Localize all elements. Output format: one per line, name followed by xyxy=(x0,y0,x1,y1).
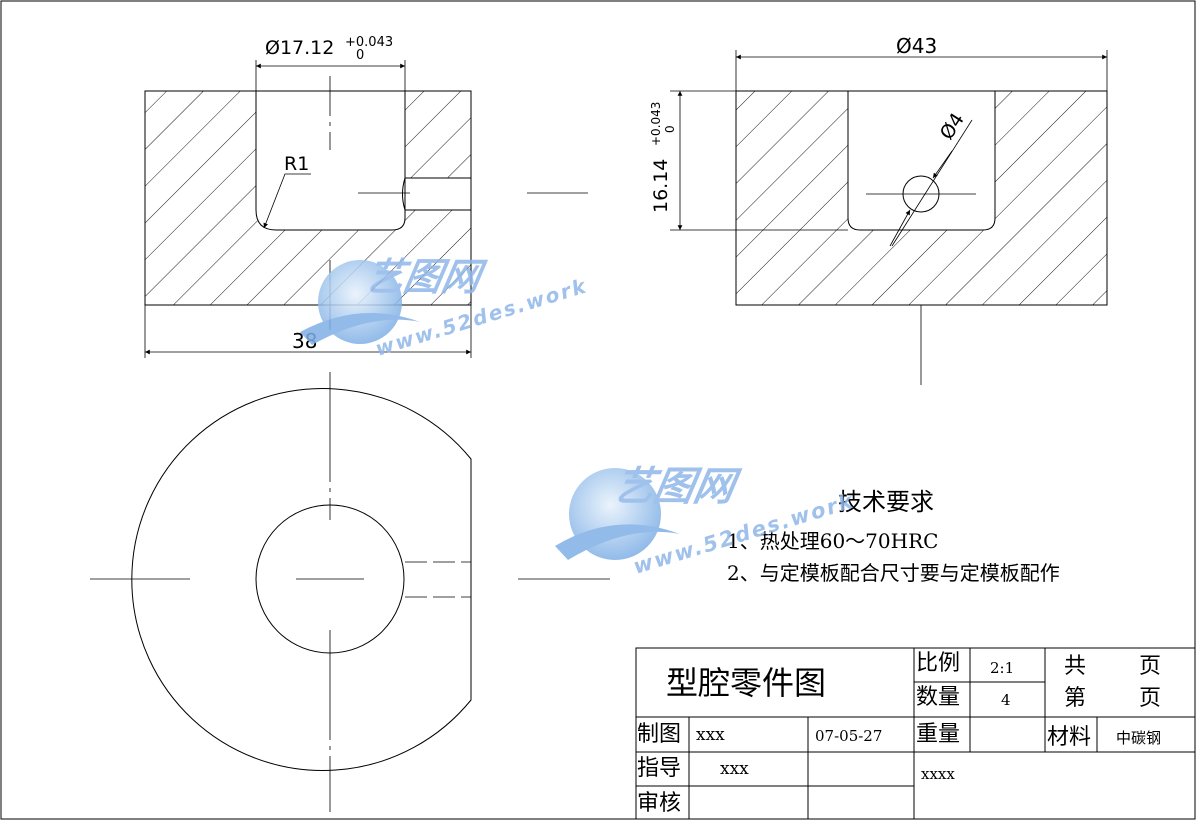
side-cavity-profile xyxy=(847,91,996,231)
quantity-value: 4 xyxy=(1001,691,1011,709)
cavity-profile xyxy=(255,91,406,231)
side-section-view: Ø43 Ø4 16.14 +0.043 0 xyxy=(649,34,1108,385)
watermark-1: 艺图网 www.52des.work xyxy=(300,255,590,361)
total-label: 共 xyxy=(1064,654,1086,679)
scale-label: 比例 xyxy=(916,651,960,676)
bore-tol-upper: +0.043 xyxy=(345,35,393,50)
weight-label: 重量 xyxy=(916,722,960,747)
fillet-label: R1 xyxy=(284,153,309,175)
guide-label: 指导 xyxy=(637,756,681,781)
review-label: 审核 xyxy=(637,791,681,816)
tech-item-2: 2、与定模板配合尺寸要与定模板配作 xyxy=(727,561,1060,585)
watermark-brand: 艺图网 xyxy=(362,255,490,300)
bore-diameter-label: Ø17.12 xyxy=(265,37,334,59)
front-outline xyxy=(144,90,472,306)
total-page-label: 页 xyxy=(1139,654,1161,679)
top-view xyxy=(90,372,610,812)
quantity-label: 数量 xyxy=(916,685,960,710)
title-block: 型腔零件图 比例 2:1 数量 4 共 页 第 页 重量 材料 中碳钢 制图 x… xyxy=(635,647,1196,820)
side-hatch xyxy=(736,91,1107,305)
hole-diameter-label: Ø4 xyxy=(936,109,969,144)
scale-value: 2:1 xyxy=(990,659,1014,677)
front-hatch xyxy=(145,91,471,305)
watermark-brand-2: 艺图网 xyxy=(610,463,744,510)
sheet-label: 第 xyxy=(1064,686,1086,711)
outer-diameter-label: Ø43 xyxy=(896,34,937,58)
drawn-date: 07-05-27 xyxy=(815,727,882,745)
drawn-label: 制图 xyxy=(637,722,681,747)
technical-requirements: 技术要求 1、热处理60～70HRC 2、与定模板配合尺寸要与定模板配作 xyxy=(727,488,1060,585)
tech-item-1: 1、热处理60～70HRC xyxy=(727,529,938,553)
guide-by: xxx xyxy=(720,759,749,779)
material-label: 材料 xyxy=(1047,725,1091,750)
front-section-view: Ø17.12 +0.043 0 R1 38 xyxy=(144,35,588,358)
depth-tol-lower: 0 xyxy=(663,125,677,133)
sheet-page-label: 页 xyxy=(1139,686,1161,711)
drawing-title: 型腔零件图 xyxy=(666,664,826,702)
outer-flat-circle xyxy=(131,388,472,771)
depth-tol-upper: +0.043 xyxy=(649,102,663,146)
fillet-leader xyxy=(263,173,311,229)
organization: xxxx xyxy=(921,765,955,783)
side-outline xyxy=(735,90,1108,306)
hole-leader xyxy=(891,119,973,247)
tech-heading: 技术要求 xyxy=(838,488,934,516)
bore-tol-lower: 0 xyxy=(356,48,364,63)
material-value: 中碳钢 xyxy=(1116,729,1161,747)
drawn-by: xxx xyxy=(696,725,725,745)
depth-label: 16.14 xyxy=(650,159,672,213)
side-hole xyxy=(402,177,471,211)
